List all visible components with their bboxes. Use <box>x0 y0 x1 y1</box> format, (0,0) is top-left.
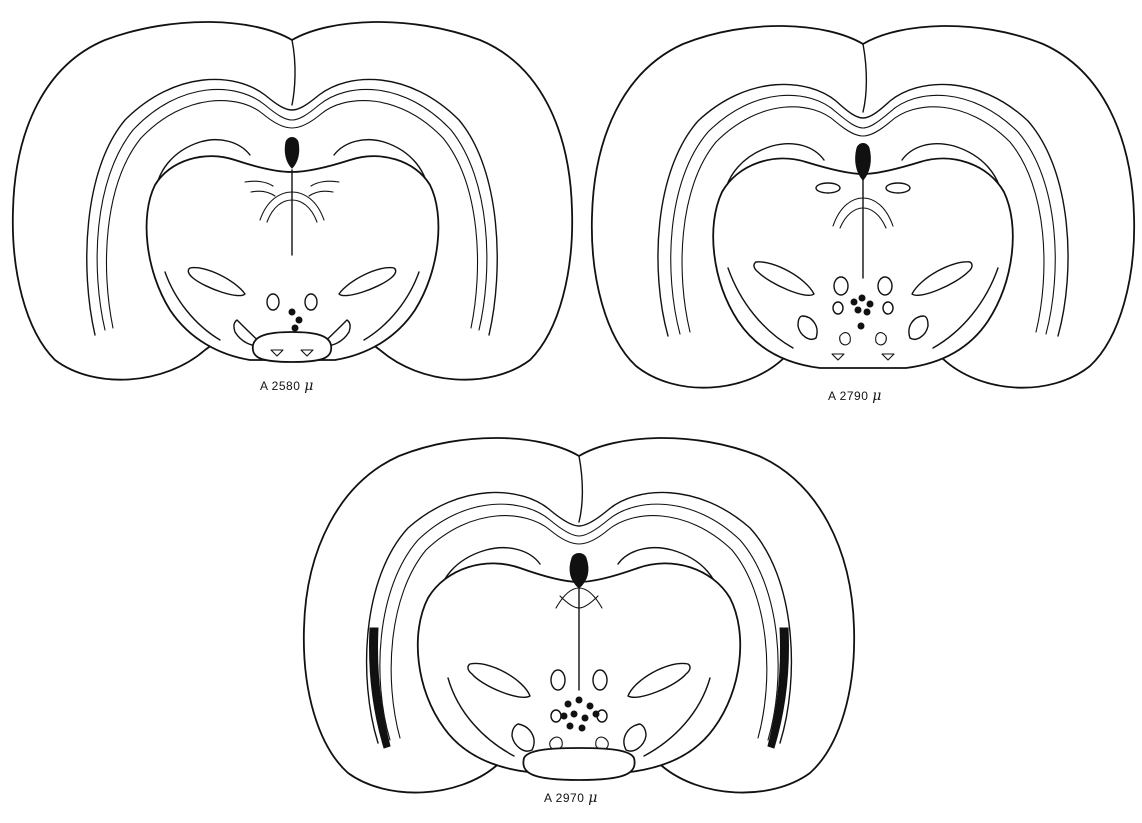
caption-unit: μ <box>872 388 882 404</box>
lesion-dot <box>289 309 296 316</box>
lesion-dot <box>867 301 874 308</box>
brain-section-a2580: A 2580 μ <box>5 10 580 390</box>
lesion-dot <box>864 309 871 316</box>
caption-label: A 2580 <box>260 379 300 393</box>
coronal-section-drawing <box>588 16 1138 398</box>
lesion-dot <box>587 703 594 710</box>
caption-label: A 2970 <box>544 791 584 805</box>
section-caption: A 2970 μ <box>544 790 598 806</box>
lesion-dot <box>858 323 865 330</box>
lesion-dot <box>567 723 574 730</box>
lesion-dot <box>851 299 858 306</box>
caption-label: A 2790 <box>828 389 868 403</box>
coronal-section-drawing <box>5 10 580 390</box>
lesion-dot <box>296 317 303 324</box>
section-caption: A 2790 μ <box>828 388 882 404</box>
lesion-dot <box>292 325 299 332</box>
lesion-dot <box>576 697 583 704</box>
lesion-dot <box>561 713 568 720</box>
lesion-dot <box>571 711 578 718</box>
caption-unit: μ <box>588 790 598 806</box>
caption-unit: μ <box>304 378 314 394</box>
coronal-section-drawing <box>298 428 860 800</box>
lesion-dot <box>565 701 572 708</box>
lesion-dot <box>855 307 862 314</box>
section-caption: A 2580 μ <box>260 378 314 394</box>
lesion-dot <box>582 715 589 722</box>
lesion-dot <box>593 711 600 718</box>
brain-section-a2790: A 2790 μ <box>588 16 1138 398</box>
brain-section-a2970: A 2970 μ <box>298 428 860 800</box>
lesion-dot <box>579 725 586 732</box>
lesion-dot <box>859 295 866 302</box>
